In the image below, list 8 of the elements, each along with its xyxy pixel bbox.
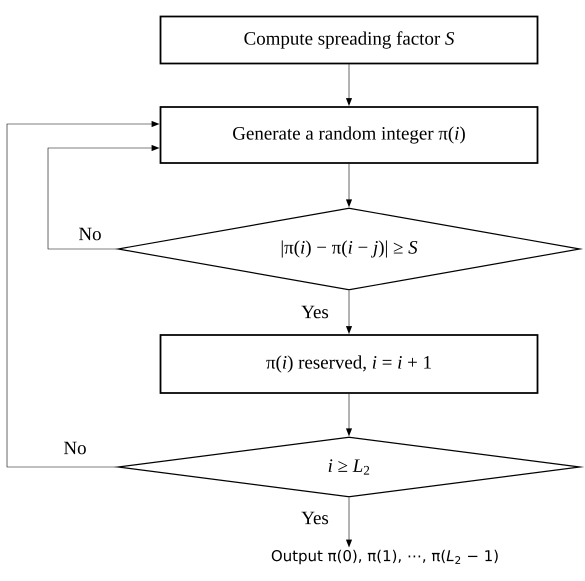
process-box: Compute spreading factor S xyxy=(160,16,538,64)
edge-label: Yes xyxy=(301,512,328,524)
process-box: π(i) reserved, i = i + 1 xyxy=(160,334,538,394)
output-text: Output π(0), π(1), ⋯, π(L$_{2}$ − 1) xyxy=(272,550,498,564)
edge-label: Yes xyxy=(301,306,328,318)
edge-label: No xyxy=(64,442,86,454)
process-box: Generate a random integer π(i) xyxy=(160,106,538,164)
edge-label: No xyxy=(78,228,101,240)
